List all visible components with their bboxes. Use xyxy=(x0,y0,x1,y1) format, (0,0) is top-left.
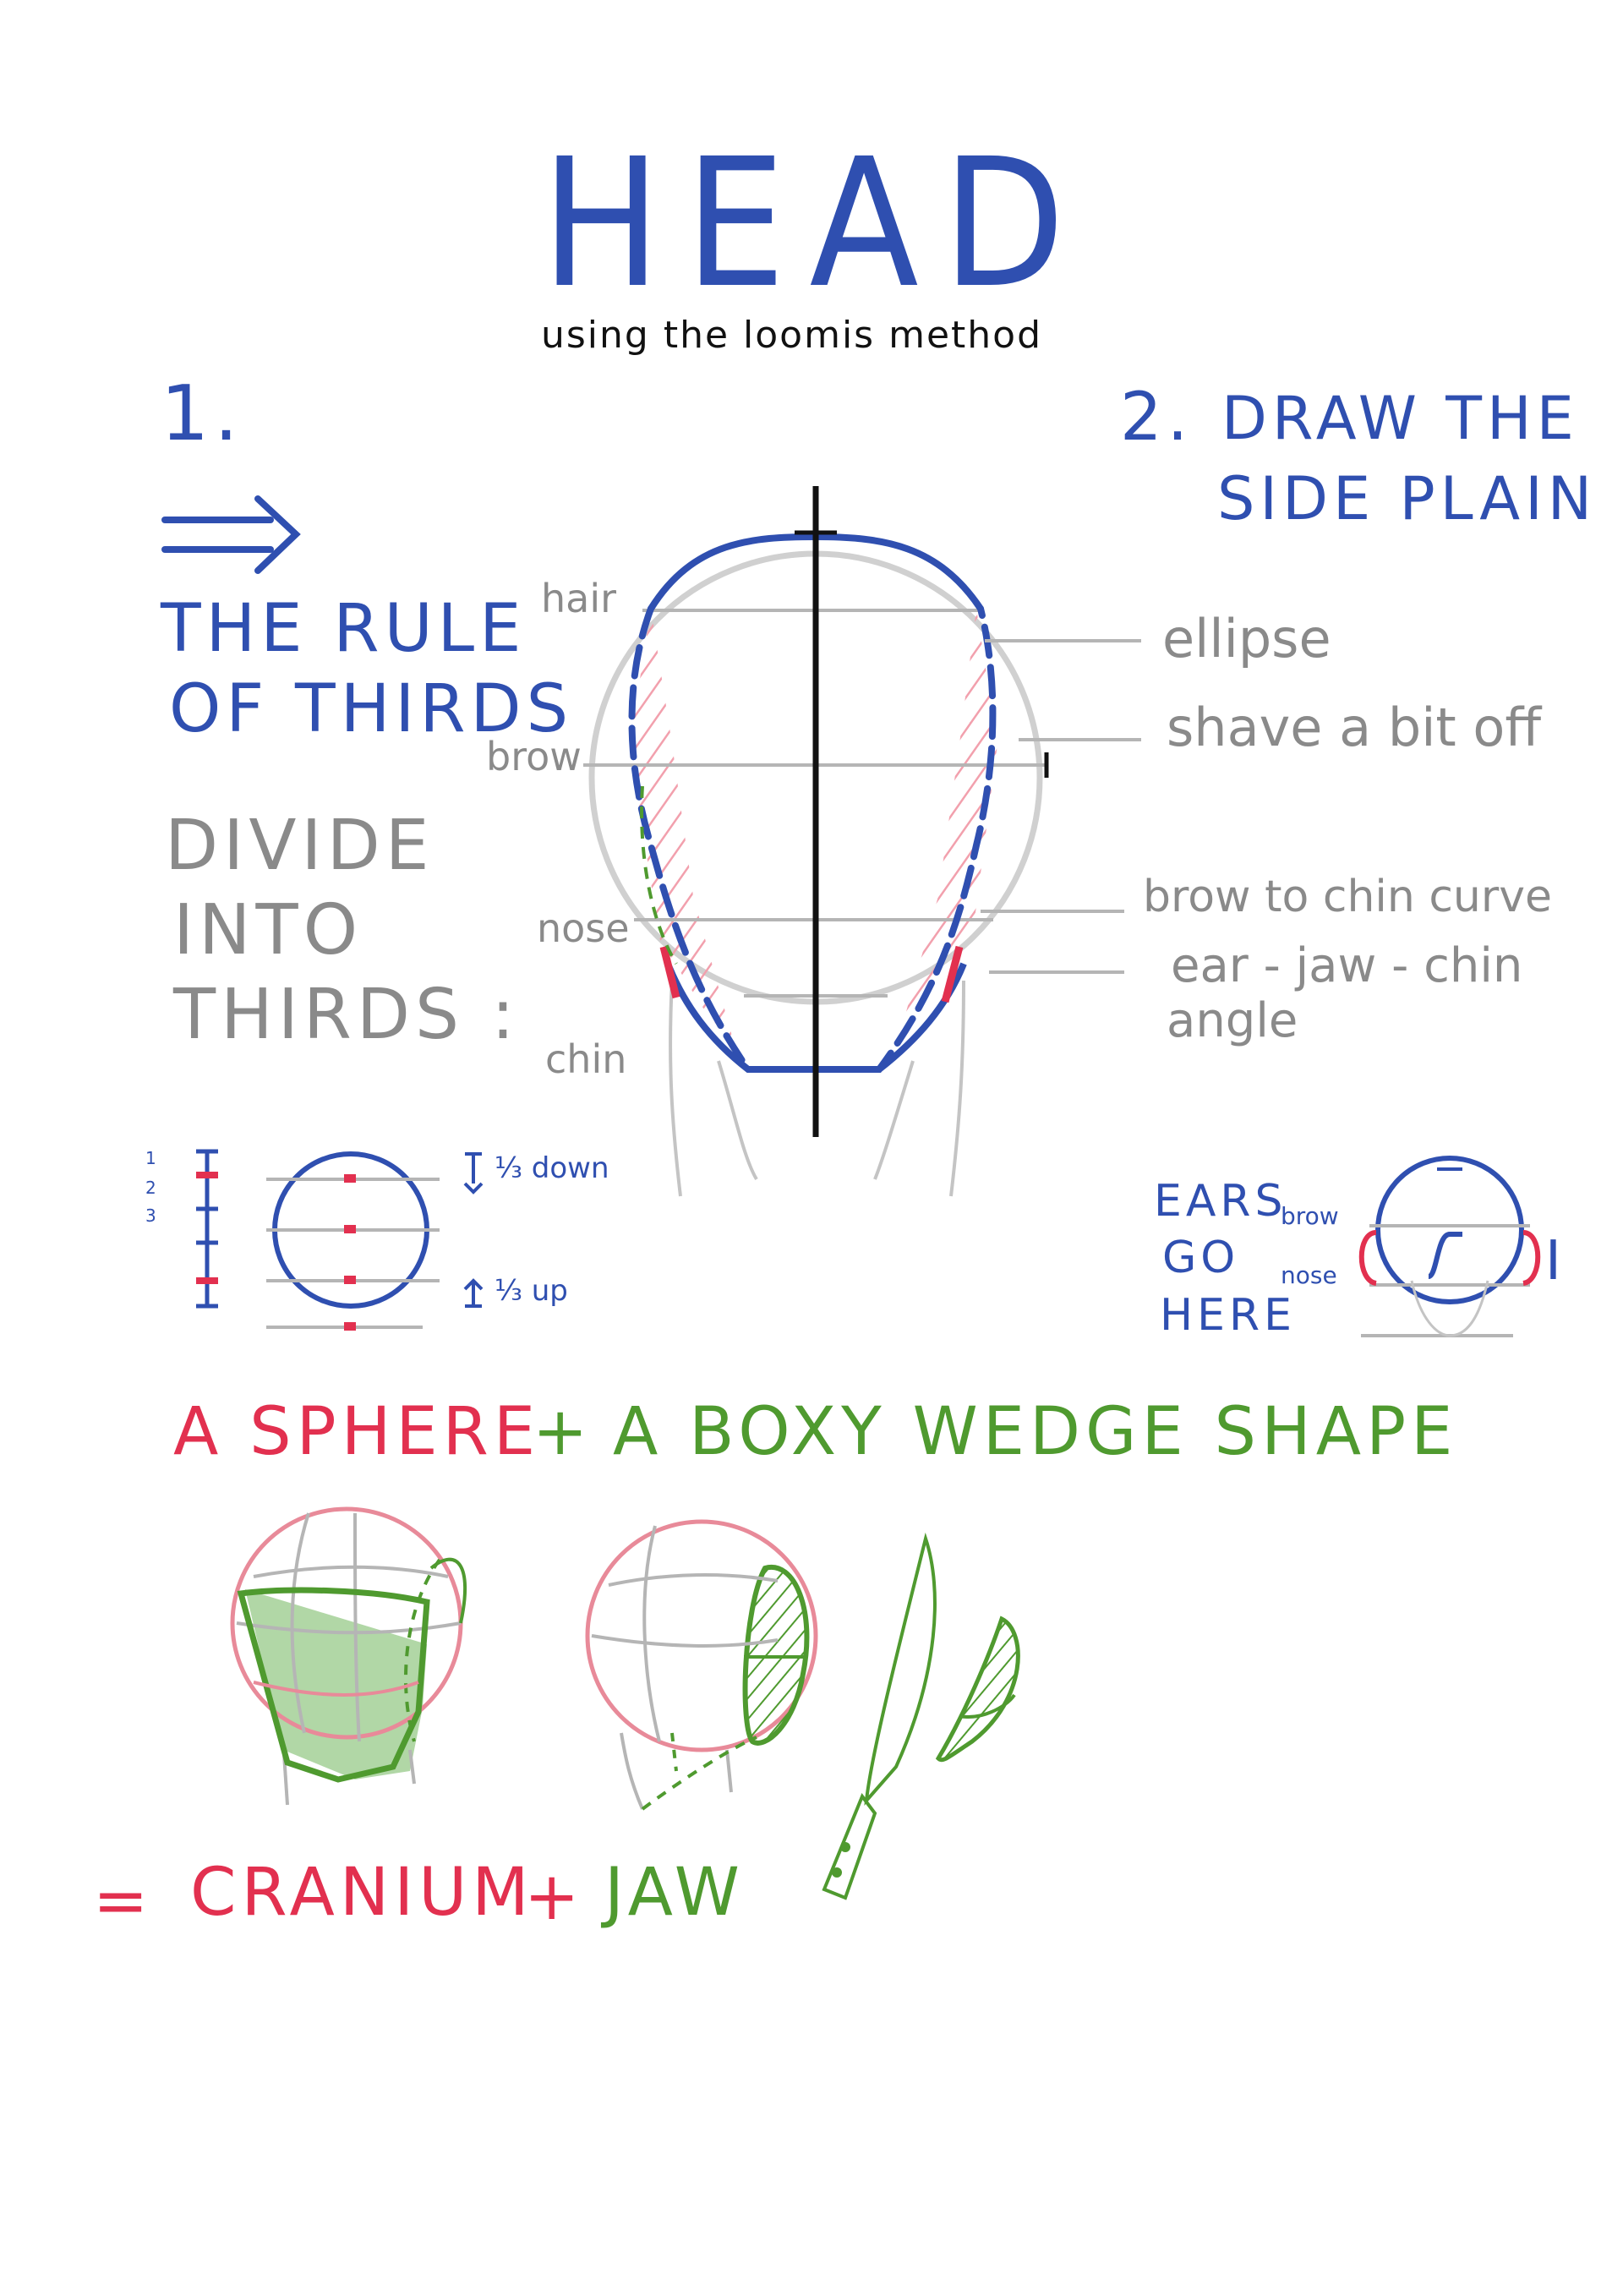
callout-shave: shave a bit off xyxy=(1167,697,1542,758)
knife-icon xyxy=(822,1532,937,1900)
ear-height-marker: I xyxy=(1545,1230,1561,1293)
ears-label-line-3: HERE xyxy=(1160,1290,1296,1341)
formula-jaw: JAW xyxy=(604,1855,745,1931)
formula-cranium: CRANIUM xyxy=(190,1855,534,1931)
guide-label-brow: brow xyxy=(486,734,582,779)
formula-equals: = xyxy=(93,1863,154,1939)
step-2-heading-line-2: SIDE PLAIN xyxy=(1217,464,1598,533)
ruler-tick-1: 1 xyxy=(145,1148,156,1168)
ruler-tick-2: 2 xyxy=(145,1178,156,1198)
formula-plus-1: + xyxy=(533,1394,593,1470)
callout-brow-chin: brow to chin curve xyxy=(1143,872,1553,922)
sliced-side-plane-icon xyxy=(935,1615,1020,1763)
step-2-heading-line-1: DRAW THE xyxy=(1221,384,1579,453)
page-subtitle: using the loomis method xyxy=(541,314,1043,357)
divide-line-1: DIVIDE xyxy=(165,806,434,886)
formula-wedge: A BOXY WEDGE SHAPE xyxy=(613,1394,1458,1470)
step-2-number: 2. xyxy=(1120,380,1194,456)
step-1-heading-line-2: OF THIRDS xyxy=(169,671,574,747)
ruler-tick-3: 3 xyxy=(145,1205,156,1226)
formula-sphere: A SPHERE xyxy=(173,1394,541,1470)
third-up-label: ⅓ up xyxy=(495,1274,568,1308)
callout-ear-jaw: ear - jaw - chin xyxy=(1171,938,1523,993)
cranium-jaw-sketch-2 xyxy=(585,1519,818,1811)
divide-line-2: INTO xyxy=(173,890,363,970)
guide-label-hair: hair xyxy=(541,576,617,621)
callout-angle: angle xyxy=(1167,993,1298,1048)
guide-label-nose: nose xyxy=(537,905,630,951)
divide-line-3: THIRDS : xyxy=(173,975,520,1055)
step-1-number: 1. xyxy=(161,369,243,458)
cranium-jaw-sketch-1 xyxy=(230,1506,467,1806)
loomis-head-front xyxy=(583,486,1141,1197)
page-title: HEAD xyxy=(541,120,1090,327)
step-1-heading-line-1: THE RULE xyxy=(161,591,527,667)
ears-nose-label: nose xyxy=(1281,1261,1337,1289)
thirds-sphere-diagram xyxy=(196,1149,484,1331)
callout-ellipse: ellipse xyxy=(1162,608,1331,670)
guide-label-chin: chin xyxy=(545,1036,627,1082)
ears-label-line-2: GO xyxy=(1162,1233,1240,1283)
ears-position-diagram xyxy=(1358,1156,1541,1337)
ears-label-line-1: EARS xyxy=(1154,1176,1287,1227)
ears-brow-label: brow xyxy=(1281,1202,1339,1230)
third-down-label: ⅓ down xyxy=(495,1151,609,1185)
formula-plus-2: + xyxy=(524,1859,585,1935)
double-arrow-icon xyxy=(161,495,301,574)
